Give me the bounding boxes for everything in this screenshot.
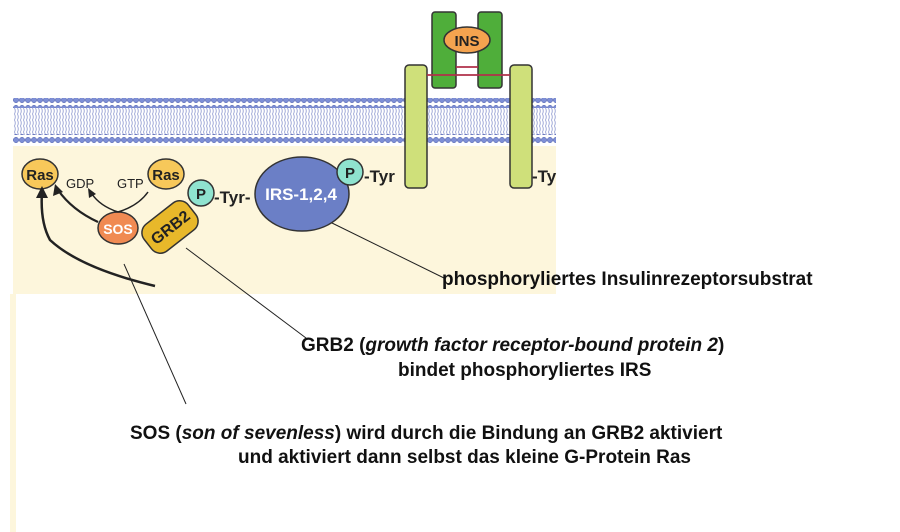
gtp-label: GTP <box>117 176 144 191</box>
insulin-oval <box>443 26 491 54</box>
insulin-receptor <box>404 11 533 189</box>
irs-label: IRS-1,2,4 <box>265 185 337 204</box>
grb2-phospho <box>187 179 215 207</box>
gdp-label: GDP <box>66 176 94 191</box>
irs-phospho <box>336 158 364 186</box>
ras-gdp-protein <box>21 158 59 190</box>
sos-caption-prefix: SOS ( <box>130 423 182 444</box>
irs-leader-line <box>331 222 445 279</box>
ras-gtp-label: Ras <box>152 167 180 184</box>
ras-activation-arrow <box>40 191 156 288</box>
sos-caption: SOS (son of sevenless) wird durch die Bi… <box>130 422 722 446</box>
ras-gdp-label: Ras <box>26 167 54 184</box>
sos-caption-suffix: ) wird durch die Bindung an GRB2 aktivie… <box>334 423 723 444</box>
sos-to-ras-arrowhead <box>53 184 63 196</box>
gdp-gtp-exchange-arrow-right <box>117 191 149 213</box>
exchange-arrowhead <box>88 188 96 198</box>
receptor-tyr-label: -Ty <box>532 167 557 186</box>
grb2-caption-line2: bindet phosphoryliertes IRS <box>398 360 652 381</box>
irs-phospho-label: P <box>345 165 355 182</box>
sos-label: SOS <box>103 221 133 237</box>
insulin-label: INS <box>454 33 479 50</box>
ras-activation-arrowhead <box>36 186 48 198</box>
sos-caption-line2: und aktiviert dann selbst das kleine G-P… <box>238 447 691 468</box>
sos-caption-italic: son of sevenless <box>181 423 335 444</box>
irs-tyr-label: -Tyr <box>364 167 395 186</box>
grb2-phospho-label: P <box>196 186 206 203</box>
grb2-caption-italic: growth factor receptor-bound protein 2 <box>365 335 718 356</box>
irs-caption: phosphoryliertes Insulinrezeptorsubstrat <box>442 269 813 290</box>
grb2-caption-prefix: GRB2 ( <box>301 335 366 356</box>
grb2-tyr-label: -Tyr- <box>214 188 251 207</box>
irs-protein <box>254 156 350 232</box>
gdp-gtp-exchange-arrow <box>91 193 119 213</box>
grb2-protein <box>141 200 199 254</box>
cell-membrane <box>13 98 556 144</box>
sos-leader-line <box>123 263 187 405</box>
grb2-caption-suffix: ) <box>717 335 725 356</box>
ras-gtp-protein <box>147 158 185 190</box>
grb2-caption: GRB2 (growth factor receptor-bound prote… <box>301 334 724 358</box>
sos-to-ras-arrow <box>57 189 99 223</box>
grb2-leader-line <box>185 247 307 339</box>
